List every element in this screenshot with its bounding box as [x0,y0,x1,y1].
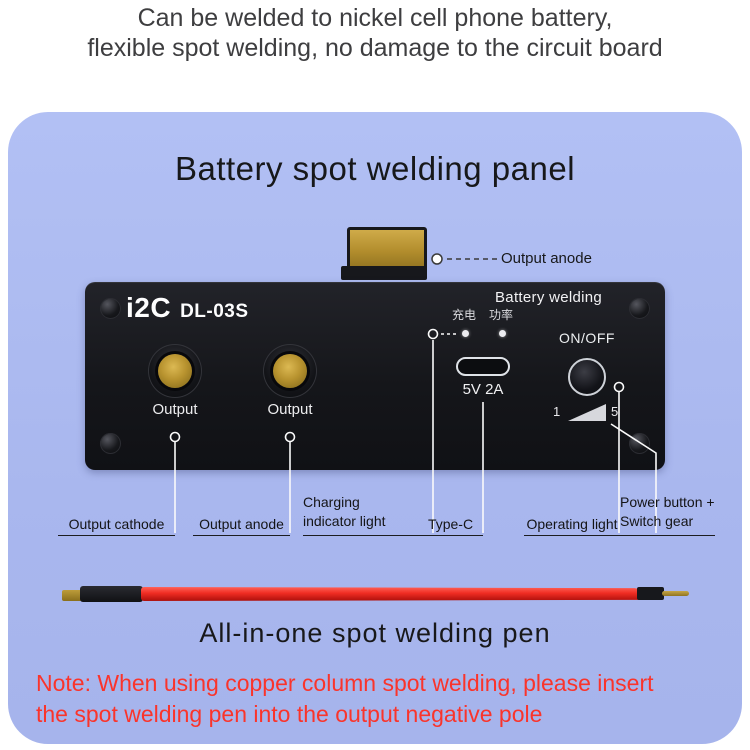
pen-tip [62,590,82,601]
type-c-port [456,357,510,376]
output-label-right: Output [267,401,313,418]
terminal-gold-contact [273,354,307,388]
callout-label-text: Operating light [526,516,618,532]
card-title: Battery spot welding panel [174,150,576,187]
screw-icon [100,298,121,319]
callout-label-text: Charging [303,494,360,510]
output-label-left: Output [152,401,198,418]
pen-end-cap [637,587,664,600]
pen-body [141,587,640,601]
callout-label-output-anode: Output anode [193,511,290,536]
output-terminal-cathode [148,344,202,398]
pen-connector-pin [662,591,689,596]
panel-heading: Battery welding [495,289,603,306]
charge-indicator-label: 充电 [452,308,477,322]
anode-connector-base [341,266,427,280]
callout-label-text: Power button + [620,494,715,510]
note-text: Note: When using copper column spot weld… [36,668,654,730]
screw-icon [100,433,121,454]
note-line-1: Note: When using copper column spot weld… [36,670,654,696]
brand-logo: i2C [126,292,172,323]
top-callout-label: Output anode [501,250,592,267]
callout-label-text: Output cathode [68,516,165,532]
callout-label-charging-indicator: Charging indicator light [303,493,433,536]
callout-label-operating-light: Operating light [524,511,620,536]
callout-label-power-button: Power button + Switch gear [620,493,715,536]
header-line-2: flexible spot welding, no damage to the … [87,34,663,62]
gear-ramp-icon [568,404,606,421]
model-number: DL-03S [180,301,249,322]
header-text: Can be welded to nickel cell phone batte… [0,3,750,63]
pen-holder [80,586,143,602]
pen-caption: All-in-one spot welding pen [199,618,551,648]
gear-max-label: 5 [611,404,619,419]
screw-icon [629,298,650,319]
terminal-gold-contact [158,354,192,388]
gear-min-label: 1 [553,404,561,419]
output-terminal-anode [263,344,317,398]
note-line-2: the spot welding pen into the output neg… [36,701,543,727]
callout-label-text: Type-C [427,516,474,532]
callout-label-text: Switch gear [620,513,694,529]
power-button [568,358,606,396]
anode-connector-block [347,227,427,273]
callout-label-text: indicator light [303,513,386,529]
power-indicator-label: 功率 [489,308,514,322]
onoff-label: ON/OFF [559,330,615,346]
header-line-1: Can be welded to nickel cell phone batte… [137,4,613,32]
callout-label-text: Output anode [199,516,284,532]
power-indicator-led [499,330,506,337]
screw-icon [629,433,650,454]
callout-label-output-cathode: Output cathode [58,511,175,536]
callout-label-type-c: Type-C [418,511,483,536]
charge-indicator-led [462,330,469,337]
usb-spec-label: 5V 2A [462,381,504,398]
brand-row: i2C DL-03S [126,292,249,324]
